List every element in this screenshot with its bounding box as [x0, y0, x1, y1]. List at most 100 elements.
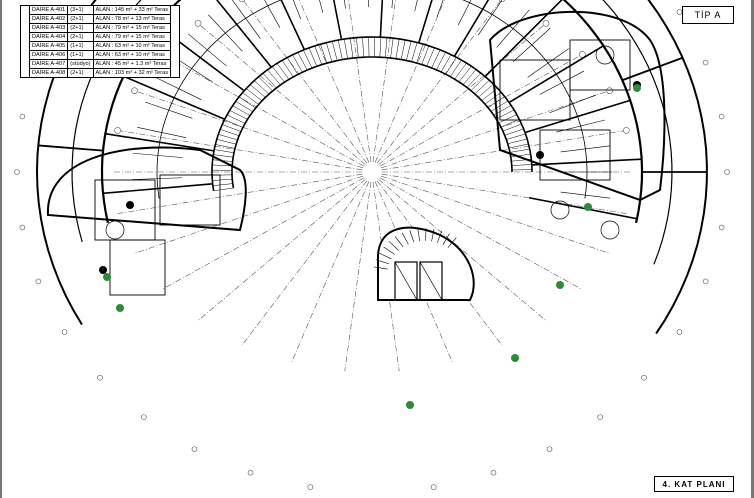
corridor-tread	[297, 52, 308, 71]
room-outline	[159, 174, 221, 226]
elevator-1-cross	[394, 261, 418, 301]
corridor-tread	[490, 100, 509, 112]
corridor-tread	[308, 47, 318, 67]
dining-table	[600, 220, 620, 240]
plant-icon	[116, 304, 124, 312]
corridor-tread	[215, 144, 236, 149]
corridor-tread	[509, 148, 530, 153]
frame-border-left	[0, 0, 2, 498]
corridor-tread	[249, 84, 266, 98]
grid-bubble	[676, 329, 683, 335]
grid-line	[372, 0, 396, 163]
grid-bubble	[702, 278, 709, 285]
unit-row: DAİRE A-401(3+1)ALAN : 145 m² + 33 m² Te…	[20, 5, 180, 15]
room-arc-wall	[156, 0, 588, 199]
stair-tread	[442, 233, 450, 245]
unit-area: ALAN : 103 m² + 32 m² Teras	[92, 68, 171, 78]
left-wing-outline	[46, 146, 247, 232]
table-margin	[20, 14, 30, 24]
table-margin	[20, 32, 30, 42]
unit-row: DAİRE A-405(1+1)ALAN : 63 m² + 10 m² Ter…	[20, 41, 180, 51]
corridor-tread	[246, 88, 263, 102]
grid-line	[134, 175, 363, 254]
corridor-tread	[212, 178, 233, 181]
unit-type: (1+1)	[67, 50, 94, 60]
room-wall	[368, 0, 369, 8]
corridor-tread	[506, 133, 526, 140]
grid-bubble	[61, 329, 68, 335]
corridor-tread	[379, 37, 382, 58]
room-wall	[292, 0, 302, 20]
corridor-tread	[224, 119, 244, 128]
grid-bubble	[623, 127, 630, 134]
corridor-tread	[504, 128, 524, 136]
unit-area: ALAN : 145 m² + 33 m² Teras	[92, 5, 171, 15]
table-margin	[170, 59, 180, 69]
corridor-tread	[406, 41, 412, 61]
corridor-tread	[232, 105, 251, 116]
corridor-tread	[436, 52, 446, 71]
grid-bubble	[19, 224, 26, 231]
stair-tread	[401, 232, 409, 245]
grid-bubble	[131, 87, 138, 94]
balcony-divider	[38, 144, 104, 152]
corridor-tread	[235, 101, 253, 112]
corridor-tread	[502, 123, 522, 132]
unit-area: ALAN : 79 m² + 15 m² Teras	[92, 23, 171, 33]
unit-row: DAİRE A-407(stüdyo)ALAN : 45 m² + 1.3 m²…	[20, 59, 180, 69]
corridor-tread	[213, 187, 234, 192]
unit-row: DAİRE A-403(2+1)ALAN : 79 m² + 15 m² Ter…	[20, 23, 180, 33]
table-margin	[170, 41, 180, 51]
grid-line	[378, 179, 547, 321]
unit-partition-wall	[215, 0, 272, 68]
corridor-tread	[226, 114, 246, 124]
corridor-tread	[314, 45, 323, 65]
grid-bubble	[542, 20, 550, 27]
room-outline	[569, 39, 631, 91]
room-outline	[539, 129, 611, 181]
grid-bubble	[19, 113, 26, 120]
corridor-tread	[343, 39, 348, 59]
room-outline	[109, 239, 166, 296]
unit-area: ALAN : 63 m² + 10 m² Teras	[92, 41, 171, 51]
grid-bubble	[702, 59, 709, 66]
floor-plan-label: 4. KAT PLANI	[662, 479, 726, 489]
grid-bubble	[97, 374, 103, 381]
stair-tread	[409, 230, 415, 243]
unit-row: DAİRE A-402(2+1)ALAN : 78 m² + 13 m² Ter…	[20, 14, 180, 24]
corridor-tread	[484, 92, 502, 105]
building-outline	[100, 0, 644, 224]
corridor-outer-wall	[211, 36, 533, 191]
corridor-tread	[426, 47, 435, 67]
table-margin	[20, 68, 30, 78]
grid-line	[242, 0, 368, 164]
grid-bubble	[724, 169, 730, 175]
table-margin	[170, 32, 180, 42]
table-margin	[20, 59, 30, 69]
building-outer-wall	[100, 0, 644, 224]
corridor-tread	[508, 143, 529, 149]
grid-line	[378, 23, 547, 165]
unit-id: DAİRE A-404	[28, 32, 69, 42]
unit-area: ALAN : 63 m² + 10 m² Teras	[92, 50, 171, 60]
corridor-tread	[421, 45, 430, 65]
corridor-tread	[254, 80, 270, 95]
grid-bubble	[676, 9, 683, 15]
unit-partition-wall	[332, 0, 343, 40]
grid-line	[134, 90, 363, 169]
corridor-tread	[218, 134, 238, 141]
corridor-tread	[216, 139, 237, 145]
grid-bubble	[238, 0, 246, 3]
dining-table	[550, 200, 570, 220]
corridor-tread	[507, 138, 528, 145]
grid-bubble	[194, 20, 202, 27]
unit-id: DAİRE A-405	[28, 41, 69, 51]
grid-bubble	[307, 484, 314, 490]
table-margin	[20, 5, 30, 15]
grid-line	[372, 181, 400, 371]
corridor-tread	[242, 92, 259, 105]
corridor-tread	[222, 124, 242, 132]
corridor-tread	[478, 83, 494, 98]
plant-icon	[584, 203, 592, 211]
grid-bubble	[191, 446, 198, 452]
